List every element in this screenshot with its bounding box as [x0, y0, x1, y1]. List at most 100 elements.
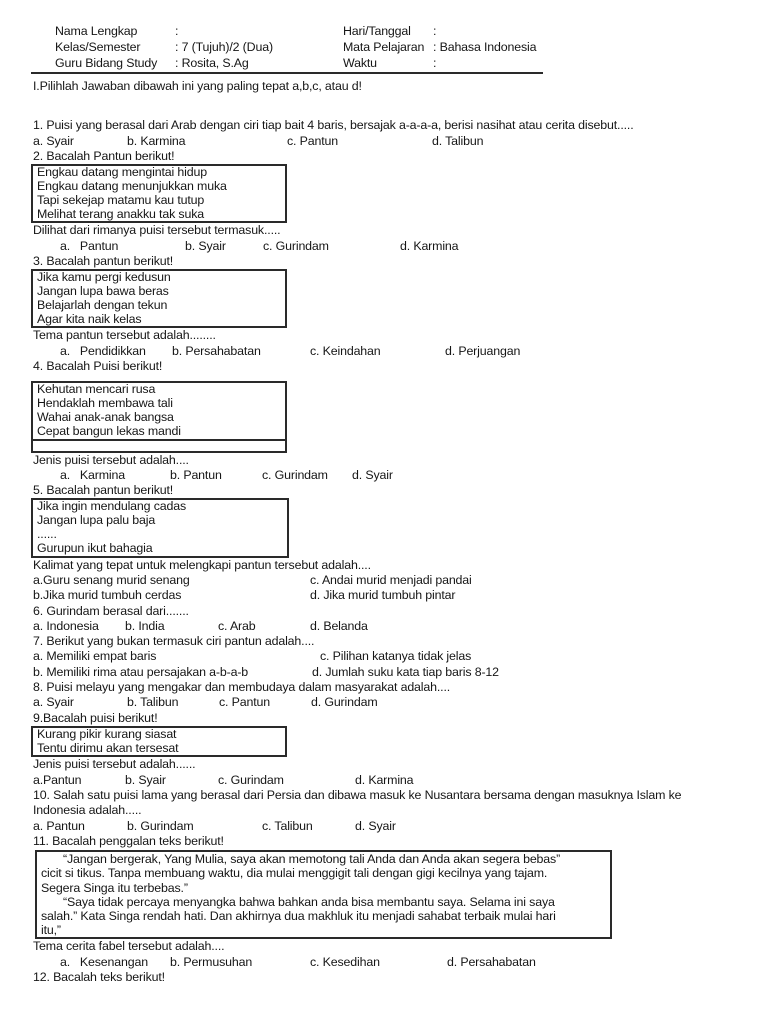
q2-option-d: d. Karmina: [400, 238, 459, 253]
verse-line: Melihat terang anakku tak suka: [37, 206, 205, 221]
question-9-prompt: Jenis puisi tersebut adalah......: [33, 757, 196, 772]
verse-line: Hendaklah membawa tali: [37, 396, 173, 411]
name-label: Nama Lengkap: [55, 24, 138, 38]
q9-option-c: c. Gurindam: [218, 772, 284, 787]
q6-option-c: c. Arab: [218, 618, 256, 633]
question-11-text: 11. Bacalah penggalan teks berikut!: [33, 833, 224, 848]
q1-option-a: a. Syair: [33, 133, 74, 148]
verse-line: Jangan lupa bawa beras: [37, 284, 169, 299]
q4-option-a: a. Karmina: [60, 467, 125, 482]
question-7-options-row-1: a. Memiliki empat baris c. Pilihan katan…: [33, 649, 748, 664]
q10-option-b: b. Gurindam: [127, 818, 194, 833]
q3-option-b: b. Persahabatan: [172, 343, 261, 358]
date-value: :: [433, 24, 437, 38]
question-3-options: a. Pendidikkan b. Persahabatan c. Keinda…: [33, 344, 748, 359]
q5-option-a: a.Guru senang murid senang: [33, 572, 190, 587]
q7-option-d: d. Jumlah suku kata tiap baris 8-12: [312, 664, 499, 679]
question-7-options-row-2: b. Memiliki rima atau persajakan a-b-a-b…: [33, 665, 748, 680]
question-1-options: a. Syair b. Karmina c. Pantun d. Talibun: [33, 134, 748, 149]
q8-option-d: d. Gurindam: [311, 695, 378, 710]
q7-option-c: c. Pilihan katanya tidak jelas: [320, 649, 472, 664]
date-label: Hari/Tanggal: [343, 24, 411, 38]
question-8-options: a. Syair b. Talibun c. Pantun d. Gurinda…: [33, 695, 748, 710]
teacher-label: Guru Bidang Study: [55, 56, 158, 70]
q11-option-b: b. Permusuhan: [170, 954, 253, 969]
question-6-options: a. Indonesia b. India c. Arab d. Belanda: [33, 619, 748, 634]
q9-option-b: b. Syair: [125, 772, 166, 787]
header-row-1: Nama Lengkap : Hari/Tanggal :: [33, 24, 748, 40]
q2-option-b: b. Syair: [185, 238, 226, 253]
verse-box-divider: [33, 438, 285, 451]
question-11-prompt: Tema cerita fabel tersebut adalah....: [33, 939, 225, 954]
verse-line: Belajarlah dengan tekun: [37, 297, 168, 312]
verse-line: Jangan lupa palu baja: [37, 513, 156, 528]
verse-line: ......: [37, 527, 57, 542]
question-2-verse-box: Engkau datang mengintai hidup Engkau dat…: [31, 164, 287, 224]
q1-option-b: b. Karmina: [127, 133, 186, 148]
q7-option-b: b. Memiliki rima atau persajakan a-b-a-b: [33, 664, 249, 679]
question-5-options-row-1: a.Guru senang murid senang c. Andai muri…: [33, 573, 748, 588]
header-row-3: Guru Bidang Study : Rosita, S.Ag Waktu :: [33, 56, 748, 72]
question-11-fable-box: “Jangan bergerak, Yang Mulia, saya akan …: [35, 850, 612, 940]
question-7-text: 7. Berikut yang bukan termasuk ciri pant…: [33, 634, 315, 649]
verse-line: Jika kamu pergi kedusun: [37, 270, 171, 285]
q5-option-c: c. Andai murid menjadi pandai: [310, 572, 472, 587]
question-8-text: 8. Puisi melayu yang mengakar dan membud…: [33, 679, 451, 694]
fable-line: itu,”: [41, 923, 61, 938]
q4-option-c: c. Gurindam: [262, 467, 328, 482]
verse-line: Engkau datang mengintai hidup: [37, 165, 207, 180]
q8-option-b: b. Talibun: [127, 695, 179, 710]
question-5-text: 5. Bacalah pantun berikut!: [33, 483, 174, 498]
q6-option-a: a. Indonesia: [33, 618, 99, 633]
header-row-2: Kelas/Semester : 7 (Tujuh)/2 (Dua) Mata …: [33, 40, 748, 56]
q4-option-d: d. Syair: [352, 467, 393, 482]
question-4-options: a. Karmina b. Pantun c. Gurindam d. Syai…: [33, 468, 748, 483]
question-2-options: a. Pantun b. Syair c. Gurindam d. Karmin…: [33, 239, 748, 254]
class-semester-label: Kelas/Semester: [55, 40, 141, 54]
question-3-prompt: Tema pantun tersebut adalah........: [33, 328, 216, 343]
question-5-options-row-2: b.Jika murid tumbuh cerdas d. Jika murid…: [33, 588, 748, 603]
exam-header: Nama Lengkap : Hari/Tanggal : Kelas/Seme…: [31, 24, 748, 74]
fable-line: Segera Singa itu terbebas.”: [41, 880, 188, 895]
question-9-options: a.Pantun b. Syair c. Gurindam d. Karmina: [33, 773, 748, 788]
fable-line: salah.” Kata Singa rendah hati. Dan akhi…: [41, 909, 556, 923]
q7-option-a: a. Memiliki empat baris: [33, 649, 157, 664]
q9-option-d: d. Karmina: [355, 772, 414, 787]
q1-option-c: c. Pantun: [287, 133, 339, 148]
question-2-prompt: Dilihat dari rimanya puisi tersebut term…: [33, 223, 281, 238]
subject-label: Mata Pelajaran: [343, 40, 425, 54]
q8-option-a: a. Syair: [33, 695, 74, 710]
question-9-text: 9.Bacalah puisi berikut!: [33, 710, 158, 725]
time-label: Waktu: [343, 56, 377, 70]
q10-option-c: c. Talibun: [262, 818, 313, 833]
question-4-text: 4. Bacalah Puisi berikut!: [33, 359, 163, 374]
q6-option-d: d. Belanda: [310, 618, 368, 633]
question-4-prompt: Jenis puisi tersebut adalah....: [33, 452, 189, 467]
class-semester-value: : 7 (Tujuh)/2 (Dua): [175, 40, 273, 54]
fable-line: “Saya tidak percaya menyangka bahwa bahk…: [63, 894, 555, 909]
header-divider: [31, 72, 543, 74]
q11-option-d: d. Persahabatan: [447, 954, 536, 969]
name-value: :: [175, 24, 179, 38]
page-content: Nama Lengkap : Hari/Tanggal : Kelas/Seme…: [31, 24, 748, 984]
time-value: :: [433, 56, 437, 70]
verse-line: Agar kita naik kelas: [37, 311, 142, 326]
q8-option-c: c. Pantun: [219, 695, 271, 710]
q11-option-c: c. Kesedihan: [310, 954, 380, 969]
verse-line: Tapi sekejap matamu kau tutup: [37, 192, 205, 207]
q5-option-b: b.Jika murid tumbuh cerdas: [33, 588, 182, 603]
q10-option-a: a. Pantun: [33, 818, 85, 833]
verse-line: Jika ingin mendulang cadas: [37, 499, 187, 514]
question-1-text: 1. Puisi yang berasal dari Arab dengan c…: [33, 118, 634, 133]
question-2-text: 2. Bacalah Pantun berikut!: [33, 148, 175, 163]
q2-option-a: a. Pantun: [60, 238, 119, 253]
verse-line: Kehutan mencari rusa: [37, 382, 156, 397]
teacher-value: : Rosita, S.Ag: [175, 56, 249, 70]
q3-option-a: a. Pendidikkan: [60, 343, 146, 358]
question-5-verse-box: Jika ingin mendulang cadas Jangan lupa p…: [31, 498, 289, 558]
q11-option-a: a. Kesenangan: [60, 954, 148, 969]
verse-line: Wahai anak-anak bangsa: [37, 409, 174, 424]
q5-option-d: d. Jika murid tumbuh pintar: [310, 588, 456, 603]
question-6-text: 6. Gurindam berasal dari.......: [33, 603, 189, 618]
